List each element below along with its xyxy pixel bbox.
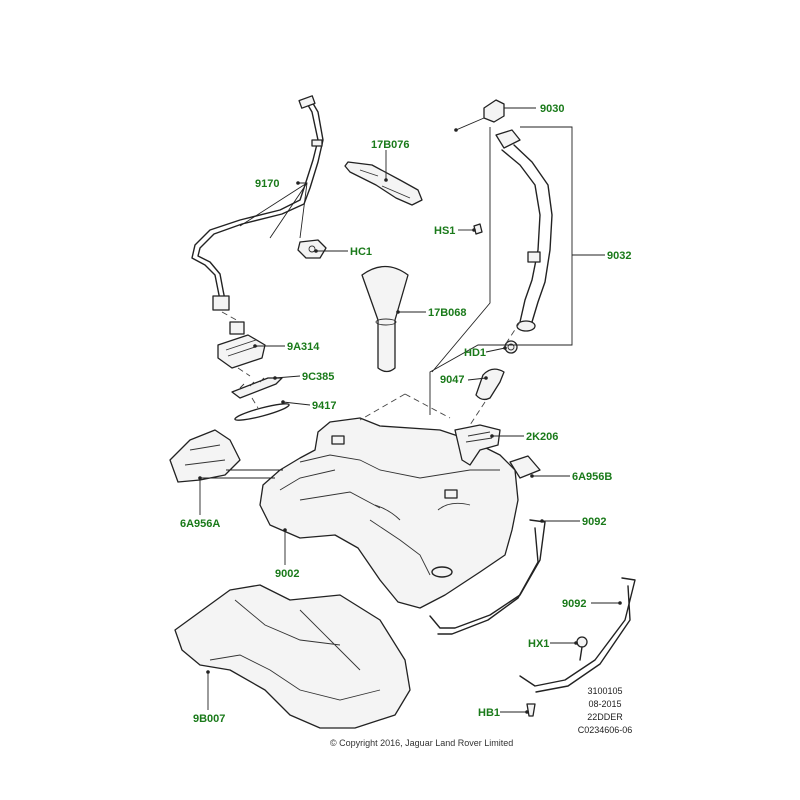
callout-9092-upper: 9092 [582, 516, 606, 528]
heat-shield-6a956a [169, 429, 241, 483]
callout-6a956b: 6A956B [572, 471, 612, 483]
callout-hx1: HX1 [528, 638, 549, 650]
valve-9a314 [217, 321, 266, 369]
bracket-17b076 [344, 161, 423, 206]
callout-17b076: 17B076 [371, 139, 410, 151]
callout-9a314: 9A314 [287, 341, 320, 353]
callout-hc1: HC1 [350, 246, 372, 258]
fuel-tank-9002 [259, 417, 519, 609]
callout-9002: 9002 [275, 568, 299, 580]
callout-2k206: 2K206 [526, 431, 558, 443]
strap-9092-upper [429, 519, 546, 635]
seal-9417 [234, 403, 290, 421]
callout-9c385: 9C385 [302, 371, 334, 383]
filler-neck-9032 [495, 129, 553, 332]
callout-9030: 9030 [540, 103, 564, 115]
callout-9047: 9047 [440, 374, 464, 386]
callout-6a956a: 6A956A [180, 518, 220, 530]
gasket-9c385 [231, 377, 283, 399]
callout-hd1: HD1 [464, 347, 486, 359]
hose-clamp-hd1 [504, 340, 518, 354]
hose-clip-hc1 [297, 239, 327, 259]
callout-labels: 9030 17B076 9170 HS1 9032 HC1 17B068 9A3… [180, 103, 631, 725]
funnel-17b068 [361, 265, 409, 373]
callout-9092-lower: 9092 [562, 598, 586, 610]
bolt-hb1 [526, 703, 536, 717]
strap-9092-lower [519, 577, 636, 693]
reference-block: 3100105 08-2015 22DDER C0234606-06 [578, 686, 633, 735]
screw-hs1 [473, 223, 483, 235]
vent-hose-9170 [191, 95, 324, 311]
callout-9170: 9170 [255, 178, 279, 190]
hose-9047 [475, 368, 505, 401]
callout-hs1: HS1 [434, 225, 455, 237]
fuel-cap-9030 [454, 99, 505, 132]
reference-line-4: C0234606-06 [578, 725, 633, 735]
group-bracket-9032 [429, 126, 573, 415]
bolt-hx1 [576, 636, 588, 661]
heat-shield-9b007 [174, 584, 411, 729]
reference-line-1: 3100105 [587, 686, 622, 696]
pad-6a956b [509, 455, 541, 479]
reference-line-3: 22DDER [587, 712, 623, 722]
callout-9417: 9417 [312, 400, 336, 412]
leader-lines [198, 107, 622, 714]
callout-17b068: 17B068 [428, 307, 467, 319]
reference-line-2: 08-2015 [588, 699, 621, 709]
copyright-notice: © Copyright 2016, Jaguar Land Rover Limi… [330, 738, 513, 748]
callout-hb1: HB1 [478, 707, 500, 719]
cover-2k206 [454, 424, 501, 466]
callout-9032: 9032 [607, 250, 631, 262]
callout-9b007: 9B007 [193, 713, 225, 725]
